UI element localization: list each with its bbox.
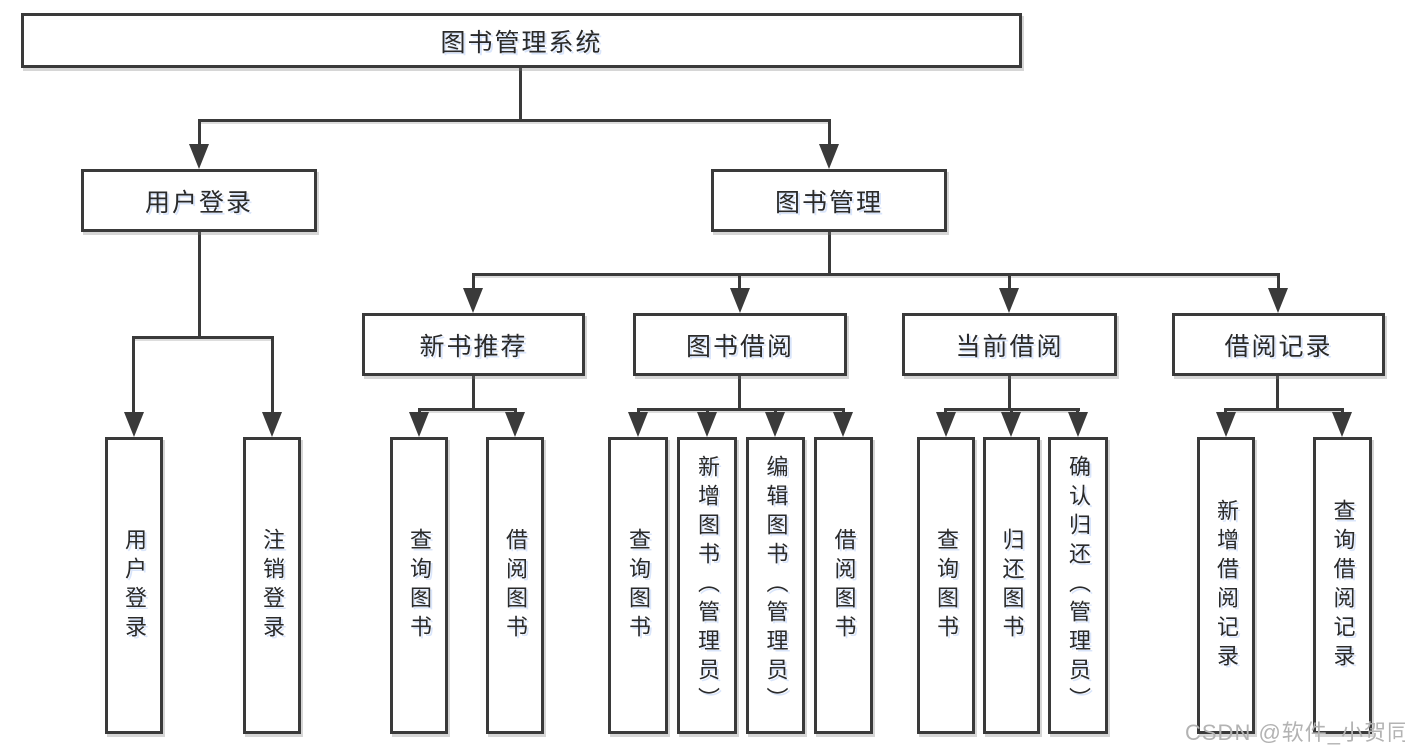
node-label: 图书管理 xyxy=(774,188,883,217)
arrowhead-query-borrow-record xyxy=(1332,412,1352,437)
node-label: 图书管理系统 xyxy=(440,28,603,57)
node-current-borrowing: 当前借阅 xyxy=(902,313,1117,376)
node-label: 用户登录 xyxy=(144,188,253,217)
connector-book-borrow-stem xyxy=(738,376,741,411)
leaf-logout: 注销登录 xyxy=(243,437,301,734)
arrowhead-user-login xyxy=(189,144,209,169)
leaf-query-book-current: 查询图书 xyxy=(917,437,975,734)
leaf-label: 新增图书（管理员） xyxy=(695,455,720,716)
node-label: 当前借阅 xyxy=(955,332,1064,361)
leaf-label: 编辑图书（管理员） xyxy=(763,455,789,716)
csdn-watermark: CSDN @软件_小贺同学 xyxy=(1185,720,1405,745)
leaf-label: 用户登录 xyxy=(122,527,147,644)
connector-borrow-records-stem xyxy=(1276,376,1279,411)
connector-drop-leaf-logout xyxy=(271,336,274,416)
leaf-user-login: 用户登录 xyxy=(105,437,163,734)
leaf-add-borrow-record: 新增借阅记录 xyxy=(1197,437,1255,734)
node-user-login: 用户登录 xyxy=(81,169,317,232)
connector-new-book-stem xyxy=(472,376,475,411)
node-label: 图书借阅 xyxy=(685,332,794,361)
arrowhead-query-book-3 xyxy=(936,412,956,437)
leaf-query-book-borrowing: 查询图书 xyxy=(608,437,668,734)
leaf-label: 新增借阅记录 xyxy=(1214,498,1239,673)
leaf-edit-book-admin: 编辑图书（管理员） xyxy=(746,437,805,734)
connector-drop-book-borrow xyxy=(738,273,741,293)
node-library-management-system: 图书管理系统 xyxy=(21,13,1022,68)
connector-current-borrow-stem xyxy=(1008,376,1011,411)
connector-new-book-splitter xyxy=(418,408,517,411)
connector-drop-book-mgmt xyxy=(828,119,831,149)
leaf-label: 查询借阅记录 xyxy=(1330,498,1356,673)
leaf-label: 借阅图书 xyxy=(831,527,857,644)
leaf-return-book: 归还图书 xyxy=(983,437,1040,734)
leaf-label: 查询图书 xyxy=(934,527,959,644)
arrowhead-leaf-user-login xyxy=(124,412,144,437)
leaf-confirm-return-admin: 确认归还（管理员） xyxy=(1048,437,1108,734)
arrowhead-borrow-book-1 xyxy=(505,412,525,437)
leaf-query-borrow-record: 查询借阅记录 xyxy=(1313,437,1372,734)
arrowhead-current-borrow xyxy=(999,288,1019,313)
node-label: 借阅记录 xyxy=(1224,332,1333,361)
leaf-label: 确认归还（管理员） xyxy=(1066,455,1091,716)
connector-book-mgmt-stem xyxy=(828,232,831,276)
arrowhead-query-book-1 xyxy=(409,412,429,437)
leaf-label: 归还图书 xyxy=(999,527,1025,644)
arrowhead-query-book-2 xyxy=(628,412,648,437)
leaf-borrow-book-borrowing: 借阅图书 xyxy=(814,437,873,734)
connector-user-login-stem xyxy=(198,232,201,339)
leaf-label: 查询图书 xyxy=(626,527,651,644)
connector-drop-current-borrow xyxy=(1008,273,1011,293)
node-book-management: 图书管理 xyxy=(711,169,947,232)
connector-drop-new-book xyxy=(472,273,475,293)
node-book-borrowing: 图书借阅 xyxy=(633,313,847,376)
arrowhead-book-borrow xyxy=(730,288,750,313)
node-borrowing-records: 借阅记录 xyxy=(1172,313,1385,376)
arrowhead-add-book xyxy=(697,412,717,437)
arrowhead-return-book xyxy=(1001,412,1021,437)
node-new-book-recommend: 新书推荐 xyxy=(362,313,585,376)
arrowhead-new-book xyxy=(463,288,483,313)
leaf-label: 查询图书 xyxy=(407,527,432,644)
connector-root-splitter xyxy=(198,119,831,122)
arrowhead-add-borrow-record xyxy=(1216,412,1236,437)
arrowhead-borrow-book-2 xyxy=(833,412,853,437)
connector-drop-user-login xyxy=(198,119,201,149)
connector-borrow-records-splitter xyxy=(1224,408,1344,411)
arrowhead-leaf-logout xyxy=(262,412,282,437)
leaf-label: 借阅图书 xyxy=(503,527,528,644)
arrowhead-confirm-return xyxy=(1068,412,1088,437)
connector-user-login-splitter xyxy=(132,336,274,339)
leaf-add-book-admin: 新增图书（管理员） xyxy=(677,437,737,734)
connector-book-borrow-splitter xyxy=(637,408,845,411)
connector-drop-leaf-user-login xyxy=(132,336,135,416)
connector-drop-borrow-records xyxy=(1277,273,1280,293)
arrowhead-edit-book xyxy=(765,412,785,437)
leaf-query-book-recommend: 查询图书 xyxy=(390,437,448,734)
arrowhead-book-mgmt xyxy=(819,144,839,169)
connector-book-mgmt-splitter xyxy=(472,273,1280,276)
node-label: 新书推荐 xyxy=(419,332,528,361)
leaf-borrow-book-recommend: 借阅图书 xyxy=(486,437,544,734)
connector-root-stem xyxy=(519,68,522,120)
leaf-label: 注销登录 xyxy=(260,527,285,644)
arrowhead-borrow-records xyxy=(1268,288,1288,313)
